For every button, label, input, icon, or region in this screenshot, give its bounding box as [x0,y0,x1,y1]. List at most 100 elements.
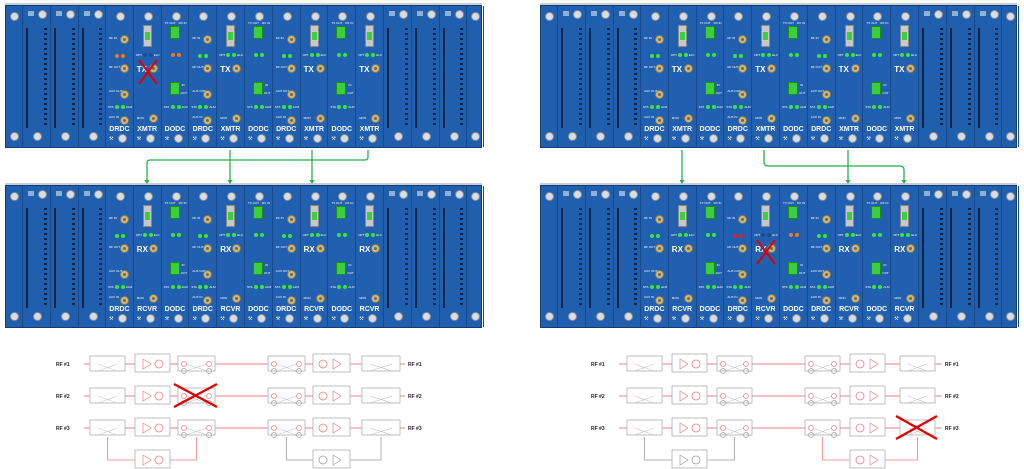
elc-led [683,233,688,237]
status-led [872,53,877,57]
elc-led [371,233,376,237]
hybrid-switch-block [361,419,401,436]
screw-icon [282,12,292,21]
screw-icon [366,12,376,21]
port-icon [206,393,212,399]
slot-number-tag [444,11,451,16]
meter-icon [318,455,328,465]
port-label: STA [247,285,253,289]
port-label: RF IN [727,216,736,220]
crossover-icon [275,427,298,436]
screw-icon [817,12,827,21]
port-label: RF IN [810,216,819,220]
mon-connector [371,294,381,303]
port-label: IN [716,263,720,267]
amplifier-icon [679,454,689,466]
screw-icon [65,190,75,199]
failed-x-icon [173,383,218,408]
screw-icon [257,314,266,323]
screw-icon [143,192,153,201]
port-label: MON [359,296,367,300]
amplifier-block [134,353,171,373]
port-label: RF OUT [192,245,204,249]
module-label: XMTR [839,126,859,133]
port-label: RX IN [880,201,889,205]
blank-slot [412,186,440,327]
port-label: ELC [688,233,695,237]
status-led [733,54,738,58]
port-label: ALM [292,285,299,289]
blank-slot [947,186,975,327]
slot-dots [578,208,582,308]
module-label: RCVR [894,306,915,313]
blank-slot [384,186,412,327]
port-label: STA [726,105,733,109]
port-label: OPT [135,233,142,237]
port-label: ALM [126,285,133,289]
elc-led [683,53,688,57]
slot-number-tag [416,11,423,16]
slot-rail [616,28,619,128]
port-icon [831,393,837,399]
port-label: ALM [348,285,355,289]
port-label: MON [755,116,763,120]
port-icon [831,432,837,438]
port-label: AUX OUT [275,269,290,273]
screw-icon [394,132,403,141]
screw-icon [984,132,994,141]
opt-led [226,53,231,57]
module-label: DODC [331,126,353,133]
tool-icon: ⚒ [136,316,142,322]
port-label: STA [330,105,337,109]
module-label: DODC [783,306,804,313]
port-label: RX [220,245,232,254]
slot-dots [432,208,436,308]
sta-led [254,285,258,289]
screw-icon [961,10,971,19]
slot-rail [81,208,84,308]
screw-icon [956,132,966,141]
crossover-icon [369,363,393,372]
meter-icon [318,359,328,369]
hybrid-switch-block [267,355,306,372]
hybrid-switch-block [716,419,753,436]
port-label: AUX OUT [192,269,206,273]
slot-dots [939,208,943,308]
module-label: RCVR [672,306,693,313]
hybrid-switch-block [804,355,841,372]
elc-led [232,233,237,237]
port-label: RX IN [178,21,187,25]
amplifier-icon [142,358,152,370]
module-label: DRDC [276,306,297,313]
slot-dots [404,208,408,308]
screw-icon [143,12,153,21]
sta-led [115,285,119,289]
sta-led [705,105,710,109]
port-label: STA [865,105,872,109]
port-icon [720,400,726,406]
port-label: AUX IN [810,115,821,119]
terminal-block [169,82,180,95]
opt-led [226,233,231,237]
port-label: ALM [716,105,723,109]
port-label: STA [809,105,816,109]
coax-connector [371,244,381,253]
port-label: ELC [237,233,244,237]
coax-connector [738,296,748,305]
port-label: IN [265,263,268,267]
port-icon [831,400,837,406]
sta-led [872,285,877,289]
amplifier-icon [869,422,879,434]
port-label: RX IN [262,201,271,205]
port-label: STA [274,285,281,289]
